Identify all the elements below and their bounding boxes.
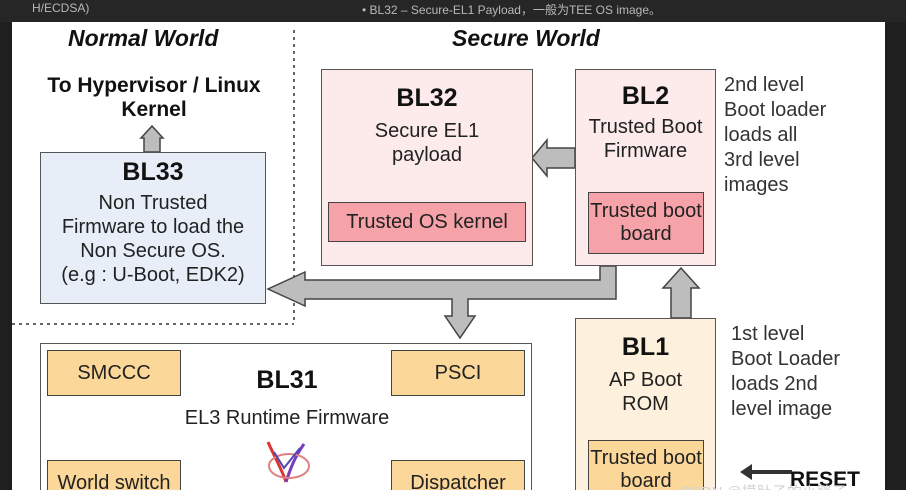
bl1-side-line-1: 1st level (731, 323, 805, 345)
bl33-box: BL33 Non Trusted Firmware to load the No… (40, 152, 266, 304)
arrow-bl1-to-bl2 (661, 266, 701, 319)
bl33-line-1: Non Trusted (98, 192, 208, 214)
bl2-side-note: 2nd level Boot loader loads all 3rd leve… (724, 73, 826, 198)
bl33-line-3: Non Secure OS. (80, 240, 226, 262)
bl1-trusted-boot-board: Trusted boot board (588, 440, 704, 490)
bl31-world-switch: World switch (47, 460, 181, 490)
bl1-title: BL1 (621, 333, 670, 361)
bl31-title: BL31 (256, 366, 318, 394)
watermark-text: CSDN @摸肚子的小胖子 (680, 481, 847, 490)
arrow-bl2-to-bl33-bl31 (266, 265, 617, 340)
bl2-title: BL2 (621, 82, 670, 110)
bl32-title: BL32 (396, 84, 458, 112)
arrow-reset (740, 464, 792, 480)
bl1-line-2: ROM (622, 393, 669, 415)
bl2-side-line-3: loads all (724, 124, 798, 146)
bl2-line-2: Firmware (603, 140, 688, 162)
bl1-side-note: 1st level Boot Loader loads 2nd level im… (731, 322, 840, 422)
bl33-line-4: (e.g : U-Boot, EDK2) (61, 264, 245, 286)
bl2-side-line-2: Boot loader (724, 99, 827, 121)
bl2-line-1: Trusted Boot (588, 116, 703, 138)
bl33-line-2: Firmware to load the (61, 216, 245, 238)
secure-world-title: Secure World (452, 25, 600, 51)
bl1-side-line-2: Boot Loader (731, 348, 840, 370)
reset-label: RESET (790, 468, 861, 490)
diagram-arrows (12, 30, 792, 480)
background-text-left: H/ECDSA) (32, 1, 90, 15)
bl2-side-line-5: images (724, 174, 789, 196)
bl2-trusted-boot-board: Trusted boot board (588, 192, 704, 254)
bl1-line-1: AP Boot (608, 369, 683, 391)
bl31-dispatcher: Dispatcher (391, 460, 525, 490)
arrow-bl2-to-bl32 (531, 137, 576, 179)
bl32-line-2: payload (391, 144, 463, 166)
background-page: H/ECDSA) • BL32 – Secure-EL1 Payload，一般为… (0, 0, 906, 22)
bl31-subtitle: EL3 Runtime Firmware (184, 407, 390, 429)
background-text-mid: • BL32 – Secure-EL1 Payload，一般为TEE OS im… (362, 3, 661, 17)
hypervisor-label: To Hypervisor / Linux Kernel (47, 74, 261, 121)
bl31-smccc: SMCCC (47, 350, 181, 396)
bl33-title: BL33 (122, 158, 184, 186)
normal-world-title: Normal World (68, 25, 219, 51)
bl32-line-1: Secure EL1 (374, 120, 480, 142)
logo-icon (266, 441, 310, 483)
bl1-side-line-3: loads 2nd (731, 373, 818, 395)
bl1-side-line-4: level image (731, 398, 833, 420)
bl31-psci: PSCI (391, 350, 525, 396)
bl32-trusted-os-kernel: Trusted OS kernel (328, 202, 526, 242)
bl2-side-line-4: 3rd level (724, 149, 800, 171)
arrow-bl33-to-kernel (139, 124, 165, 153)
bl2-side-line-1: 2nd level (724, 74, 805, 96)
diagram-canvas: Normal World Secure World To Hypervisor … (12, 22, 885, 490)
